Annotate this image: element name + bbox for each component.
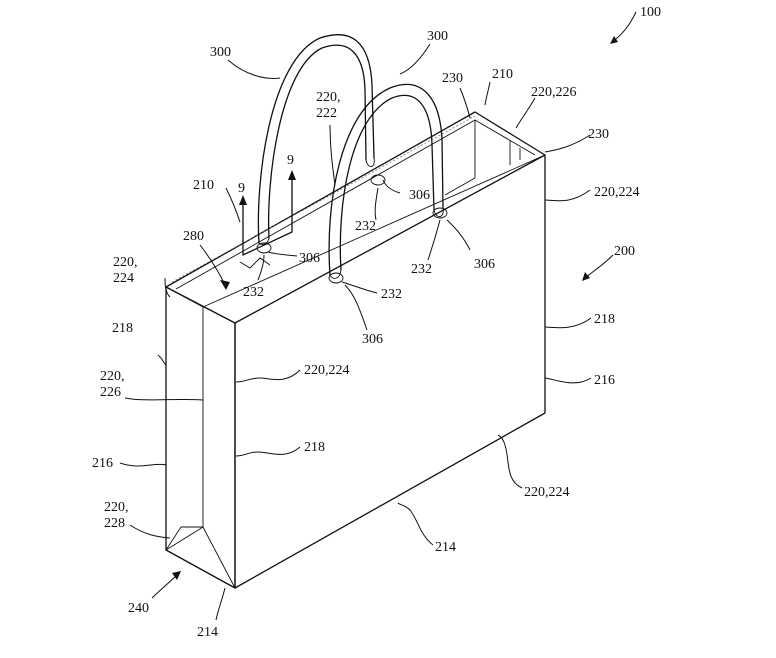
label-210-left: 210	[193, 178, 214, 193]
front-panel	[234, 154, 546, 589]
label-306-front: 306	[362, 332, 383, 347]
label-306-left: 306	[299, 251, 320, 266]
label-9-right: 9	[287, 153, 294, 168]
front-handle-outer	[328, 83, 444, 276]
arrow-head-right	[288, 170, 296, 180]
label-218-left: 218	[112, 321, 133, 336]
label-232-mid: 232	[355, 219, 376, 234]
arrow-head-left	[239, 195, 247, 205]
label-300-right: 300	[427, 29, 448, 44]
label-220-224-right-top: 220,224	[594, 185, 640, 200]
label-210-top: 210	[492, 67, 513, 82]
reference-labels: 100 200 300 300 230 210 220,226 230 220,…	[92, 5, 661, 640]
label-218-front: 218	[304, 440, 325, 455]
bag-body	[165, 154, 546, 589]
label-220-226-left-line2: 226	[100, 385, 121, 400]
rear-notch	[239, 257, 271, 269]
rear-handle-outer	[257, 34, 375, 244]
front-handle-inner	[339, 94, 435, 271]
label-230-right: 230	[588, 127, 609, 142]
label-220-222-line1: 220,	[316, 90, 341, 105]
label-220-226-left-line1: 220,	[100, 369, 125, 384]
label-306-mid: 306	[409, 188, 430, 203]
label-9-left: 9	[238, 181, 245, 196]
label-300-left: 300	[210, 45, 231, 60]
attach-232-mid	[370, 174, 386, 186]
label-200: 200	[614, 244, 635, 259]
label-280: 280	[183, 229, 204, 244]
section-line	[242, 174, 293, 256]
attach-232-front	[328, 272, 344, 284]
label-306-right: 306	[474, 257, 495, 272]
section-arrows	[239, 170, 296, 256]
bag-opening	[165, 111, 546, 308]
label-220-224-front: 220,224	[304, 363, 350, 378]
label-230-top: 230	[442, 71, 463, 86]
bottom-fold-3	[165, 526, 182, 551]
label-218-right: 218	[594, 312, 615, 327]
front-rim-inner	[202, 154, 546, 308]
handles	[256, 34, 448, 284]
label-220-222-line2: 222	[316, 106, 337, 121]
label-220-226-top: 220,226	[531, 85, 577, 100]
front-handle-end-left	[329, 269, 342, 279]
label-232-left: 232	[243, 285, 264, 300]
rear-handle-end-right	[365, 157, 375, 167]
label-100: 100	[640, 5, 661, 20]
label-220-224-bottom: 220,224	[524, 485, 570, 500]
label-220-224-left-line1: 220,	[113, 255, 138, 270]
label-220-224-left-line2: 224	[113, 271, 134, 286]
label-216-right: 216	[594, 373, 615, 388]
inner-back-lower	[444, 177, 476, 196]
front-handle-end-right	[433, 207, 444, 217]
label-220-228-line1: 220,	[104, 500, 129, 515]
leader-lines	[119, 11, 637, 621]
label-232-right: 232	[411, 262, 432, 277]
label-216-left: 216	[92, 456, 113, 471]
side-gusset	[165, 286, 236, 589]
label-214-bottom-front: 214	[435, 540, 456, 555]
rear-handle-inner	[267, 44, 367, 239]
attach-232-right	[432, 207, 448, 219]
label-220-228-line2: 228	[104, 516, 125, 531]
label-232-front: 232	[381, 287, 402, 302]
label-214-bottom-left: 214	[197, 625, 218, 640]
gusset-top-fold	[165, 286, 204, 308]
back-rim-hem	[171, 115, 476, 283]
label-240: 240	[128, 601, 149, 616]
